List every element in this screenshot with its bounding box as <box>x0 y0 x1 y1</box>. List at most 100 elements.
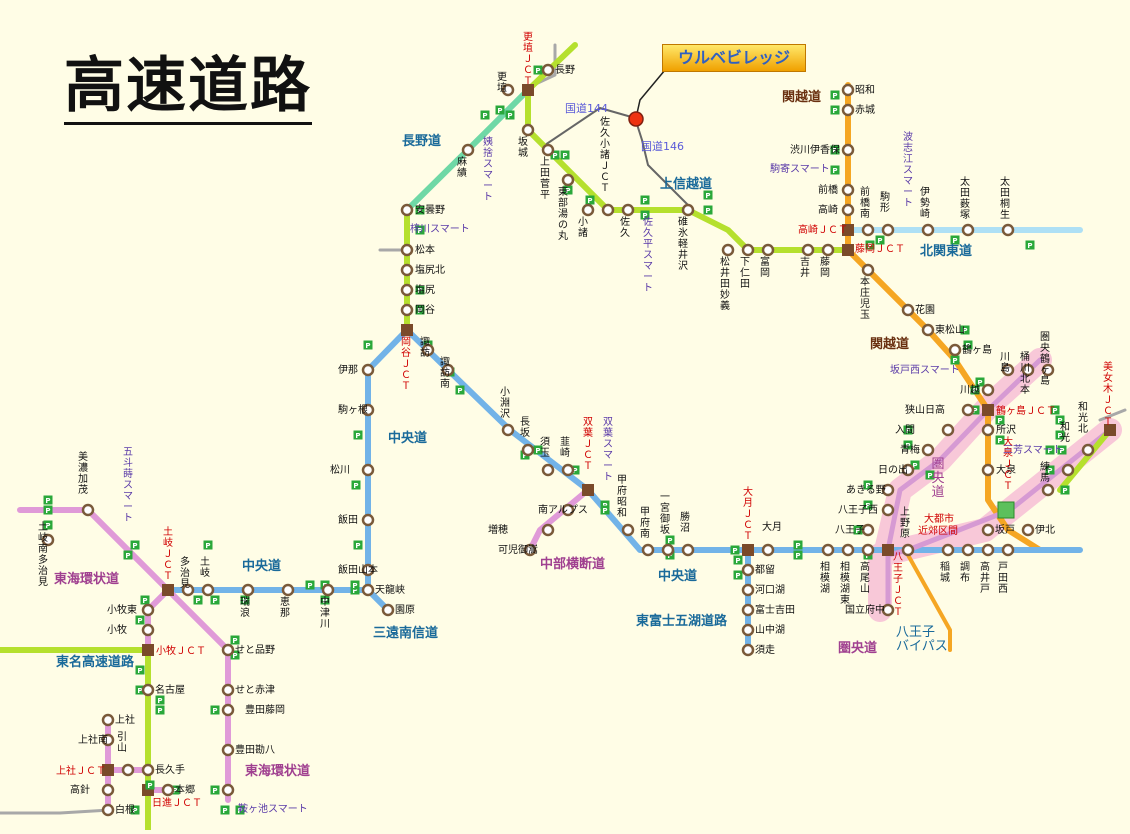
interchange-station[interactable] <box>1061 463 1075 477</box>
interchange-station[interactable] <box>101 733 115 747</box>
interchange-station[interactable] <box>661 543 675 557</box>
interchange-station[interactable] <box>400 263 414 277</box>
interchange-station[interactable] <box>221 743 235 757</box>
interchange-station[interactable] <box>861 223 875 237</box>
interchange-station[interactable] <box>1081 443 1095 457</box>
interchange-station[interactable] <box>921 323 935 337</box>
interchange-station[interactable] <box>381 603 395 617</box>
interchange-station[interactable] <box>523 543 537 557</box>
interchange-station[interactable] <box>721 243 735 257</box>
interchange-station[interactable] <box>901 543 915 557</box>
interchange-station[interactable] <box>681 203 695 217</box>
village-callout-button[interactable]: ウルベビレッジ <box>662 44 806 72</box>
interchange-station[interactable] <box>861 263 875 277</box>
interchange-station[interactable] <box>541 63 555 77</box>
interchange-station[interactable] <box>761 543 775 557</box>
interchange-station[interactable] <box>1041 363 1055 377</box>
interchange-station[interactable] <box>841 83 855 97</box>
junction-marker[interactable] <box>842 224 854 236</box>
interchange-station[interactable] <box>541 143 555 157</box>
interchange-station[interactable] <box>561 463 575 477</box>
interchange-station[interactable] <box>741 583 755 597</box>
interchange-station[interactable] <box>141 763 155 777</box>
interchange-station[interactable] <box>121 763 135 777</box>
junction-marker[interactable] <box>102 764 114 776</box>
interchange-station[interactable] <box>948 343 962 357</box>
interchange-station[interactable] <box>400 203 414 217</box>
interchange-station[interactable] <box>841 143 855 157</box>
interchange-station[interactable] <box>141 603 155 617</box>
interchange-station[interactable] <box>1001 543 1015 557</box>
interchange-station[interactable] <box>361 513 375 527</box>
interchange-station[interactable] <box>841 203 855 217</box>
junction-marker[interactable] <box>401 324 413 336</box>
interchange-station[interactable] <box>361 563 375 577</box>
interchange-station[interactable] <box>921 223 935 237</box>
interchange-station[interactable] <box>741 643 755 657</box>
interchange-station[interactable] <box>41 533 55 547</box>
interchange-station[interactable] <box>581 203 595 217</box>
interchange-station[interactable] <box>221 683 235 697</box>
interchange-station[interactable] <box>221 643 235 657</box>
interchange-station[interactable] <box>501 423 515 437</box>
junction-marker[interactable] <box>842 244 854 256</box>
interchange-station[interactable] <box>941 423 955 437</box>
interchange-station[interactable] <box>881 483 895 497</box>
interchange-station[interactable] <box>400 243 414 257</box>
interchange-station[interactable] <box>861 523 875 537</box>
interchange-station[interactable] <box>981 523 995 537</box>
interchange-station[interactable] <box>881 603 895 617</box>
interchange-station[interactable] <box>501 83 515 97</box>
interchange-station[interactable] <box>841 183 855 197</box>
interchange-station[interactable] <box>881 503 895 517</box>
interchange-station[interactable] <box>1041 483 1055 497</box>
interchange-station[interactable] <box>561 173 575 187</box>
interchange-station[interactable] <box>741 623 755 637</box>
interchange-station[interactable] <box>841 543 855 557</box>
interchange-station[interactable] <box>941 543 955 557</box>
interchange-station[interactable] <box>101 713 115 727</box>
interchange-station[interactable] <box>981 463 995 477</box>
junction-marker[interactable] <box>882 544 894 556</box>
interchange-station[interactable] <box>241 583 255 597</box>
interchange-station[interactable] <box>981 383 995 397</box>
junction-marker[interactable] <box>982 404 994 416</box>
interchange-station[interactable] <box>741 243 755 257</box>
interchange-station[interactable] <box>961 543 975 557</box>
interchange-station[interactable] <box>541 463 555 477</box>
interchange-station[interactable] <box>541 523 555 537</box>
interchange-station[interactable] <box>821 243 835 257</box>
interchange-station[interactable] <box>521 443 535 457</box>
interchange-station[interactable] <box>901 303 915 317</box>
interchange-station[interactable] <box>141 623 155 637</box>
interchange-station[interactable] <box>841 103 855 117</box>
interchange-station[interactable] <box>221 703 235 717</box>
interchange-station[interactable] <box>1001 223 1015 237</box>
interchange-station[interactable] <box>621 523 635 537</box>
junction-marker[interactable] <box>742 544 754 556</box>
interchange-station[interactable] <box>761 243 775 257</box>
junction-marker[interactable] <box>1104 424 1116 436</box>
interchange-station[interactable] <box>81 503 95 517</box>
interchange-station[interactable] <box>181 583 195 597</box>
interchange-station[interactable] <box>681 543 695 557</box>
interchange-station[interactable] <box>101 783 115 797</box>
interchange-station[interactable] <box>641 543 655 557</box>
interchange-station[interactable] <box>901 463 915 477</box>
interchange-station[interactable] <box>361 463 375 477</box>
interchange-station[interactable] <box>441 363 455 377</box>
interchange-station[interactable] <box>621 203 635 217</box>
interchange-station[interactable] <box>1021 363 1035 377</box>
interchange-station[interactable] <box>421 343 435 357</box>
interchange-station[interactable] <box>741 563 755 577</box>
location-pin-icon[interactable] <box>628 111 644 127</box>
interchange-station[interactable] <box>981 423 995 437</box>
interchange-station[interactable] <box>361 583 375 597</box>
interchange-station[interactable] <box>981 543 995 557</box>
junction-marker[interactable] <box>582 484 594 496</box>
interchange-station[interactable] <box>400 303 414 317</box>
interchange-station[interactable] <box>201 583 215 597</box>
interchange-station[interactable] <box>461 143 475 157</box>
junction-marker[interactable] <box>142 644 154 656</box>
interchange-station[interactable] <box>921 443 935 457</box>
